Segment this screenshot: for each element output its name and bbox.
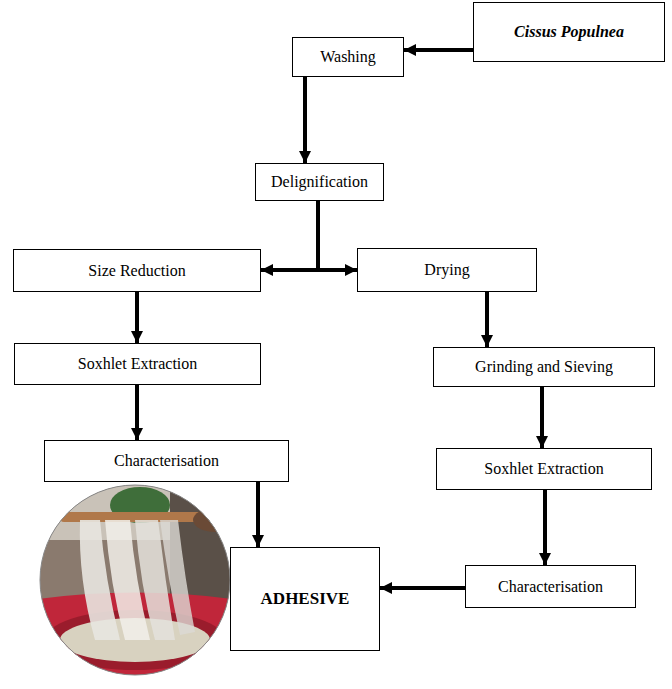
process-box: Characterisation xyxy=(44,440,289,482)
source-box: Cissus Populnea xyxy=(473,2,665,62)
node-label: Drying xyxy=(424,261,469,279)
node-label: Soxhlet Extraction xyxy=(78,355,198,373)
flow-arrow xyxy=(540,387,544,448)
process-box: Characterisation xyxy=(465,565,636,608)
flow-arrow xyxy=(318,201,357,270)
node-label: Characterisation xyxy=(498,578,603,596)
flow-arrow xyxy=(543,490,547,565)
product-box: ADHESIVE xyxy=(230,547,380,651)
process-box: Washing xyxy=(292,37,404,77)
node-label: Characterisation xyxy=(114,452,219,470)
node-label: Delignification xyxy=(271,173,368,191)
node-label: Grinding and Sieving xyxy=(475,358,613,376)
flow-arrow xyxy=(135,385,139,440)
process-box: Drying xyxy=(357,248,537,292)
process-box: Soxhlet Extraction xyxy=(436,448,652,490)
node-label: Soxhlet Extraction xyxy=(484,460,604,478)
node-label: ADHESIVE xyxy=(261,589,350,609)
flow-arrow xyxy=(380,586,465,590)
process-box: Soxhlet Extraction xyxy=(14,343,261,385)
flow-arrow xyxy=(261,201,318,270)
process-box: Size Reduction xyxy=(13,249,261,292)
flow-arrow xyxy=(485,292,489,347)
node-label: Size Reduction xyxy=(88,262,185,280)
flow-arrow xyxy=(303,77,307,163)
node-label: Cissus Populnea xyxy=(514,23,624,41)
flow-arrow xyxy=(404,48,473,52)
process-box: Grinding and Sieving xyxy=(433,347,655,387)
flow-arrow xyxy=(135,292,139,343)
flow-arrow xyxy=(256,482,260,547)
node-label: Washing xyxy=(320,48,376,66)
process-box: Delignification xyxy=(255,163,384,201)
